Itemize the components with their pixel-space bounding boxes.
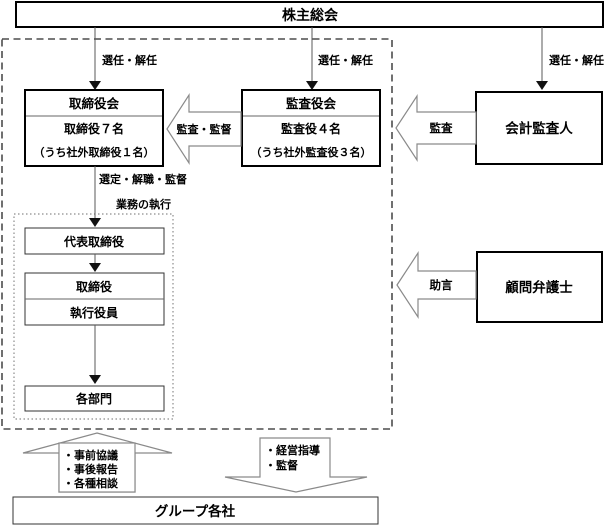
appointment-arrowhead-accounting-auditor <box>536 81 548 90</box>
appointment-arrowhead-board <box>89 81 101 90</box>
audit-supervision-arrow <box>166 92 242 166</box>
appointment-label-auditors: 選任・解任 <box>318 53 373 67</box>
executive-officer-label: 執行役員 <box>70 305 118 320</box>
group-down-label-2: ・監督 <box>265 458 298 472</box>
company-to-group-arrow <box>224 437 368 493</box>
legal-advisor-label: 顧問弁護士 <box>505 279 573 295</box>
group-down-label-1: ・経営指導 <box>265 443 320 457</box>
board-of-directors-note: （うち社外取締役１名） <box>34 145 155 159</box>
shareholders-meeting-label: 株主総会 <box>282 7 339 23</box>
representative-director-label: 代表取締役 <box>63 234 124 249</box>
appointment-label-board: 選任・解任 <box>102 53 157 67</box>
departments-label: 各部門 <box>75 391 112 406</box>
board-of-auditors-title: 監査役会 <box>286 96 337 111</box>
selection-label: 選定・解職・監督 <box>99 172 187 186</box>
audit-arrow <box>395 93 477 163</box>
representative-to-director-arrowhead <box>89 263 101 272</box>
board-of-auditors-note: （うち社外監査役３名） <box>251 145 372 159</box>
shareholders-meeting-box <box>15 1 604 28</box>
group-companies-box <box>12 496 379 525</box>
group-up-label-2: ・事後報告 <box>63 462 118 476</box>
board-of-directors-title: 取締役会 <box>69 96 120 111</box>
departments-box <box>24 385 165 412</box>
execution-dotted-boundary <box>13 213 174 420</box>
advice-arrow <box>396 250 477 320</box>
appointment-arrowhead-auditors <box>306 81 318 90</box>
selection-arrowhead <box>89 218 101 227</box>
board-of-auditors-box <box>241 89 381 167</box>
group-up-label-3: ・各種相談 <box>63 476 119 490</box>
executive-to-departments-arrowhead <box>89 375 101 384</box>
board-of-directors-box <box>24 89 164 167</box>
director-label: 取締役 <box>76 279 112 294</box>
audit-supervision-label: 監査・監督 <box>177 122 232 136</box>
appointment-label-accounting-auditor: 選任・解任 <box>549 53 604 67</box>
group-to-company-label-box <box>58 442 136 493</box>
board-of-directors-members: 取締役７名 <box>64 121 124 136</box>
legal-advisor-box <box>476 251 603 323</box>
execution-label: 業務の執行 <box>115 197 171 211</box>
advice-label: 助言 <box>430 278 453 292</box>
audit-label: 監査 <box>430 121 453 135</box>
group-up-label-1: ・事前協議 <box>63 448 118 462</box>
board-of-auditors-members: 監査役４名 <box>281 121 341 136</box>
group-companies-label: グループ各社 <box>155 503 236 519</box>
accounting-auditor-label: 会計監査人 <box>505 120 573 136</box>
